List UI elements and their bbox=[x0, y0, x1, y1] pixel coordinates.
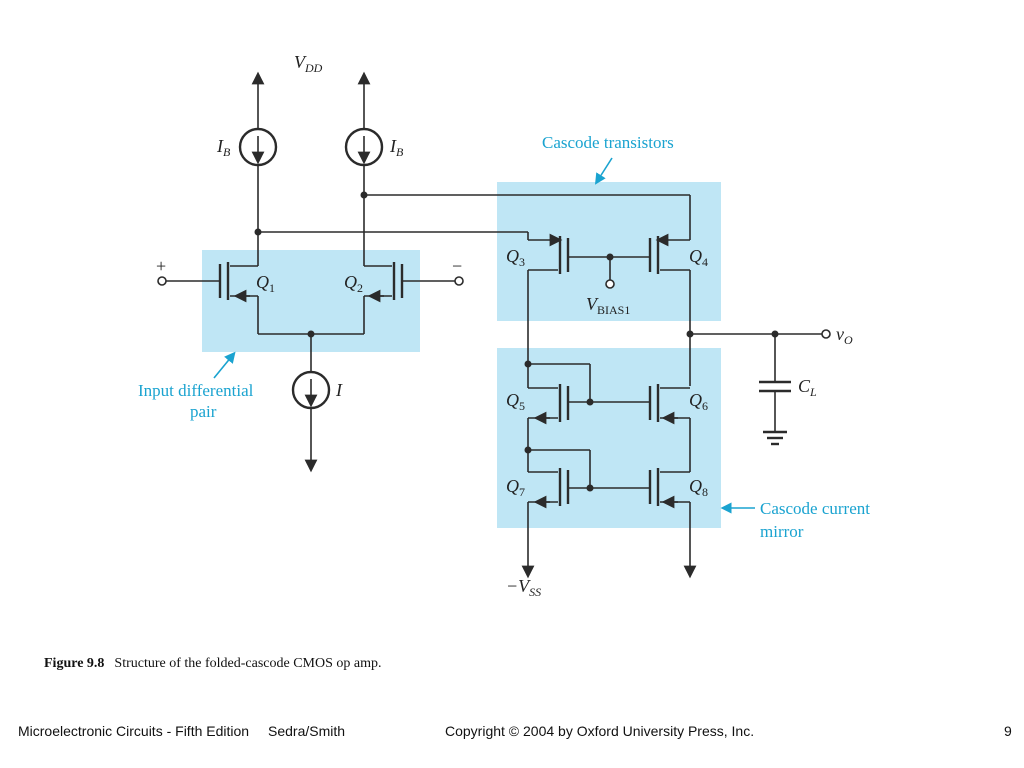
q7-label: Q7 bbox=[506, 476, 525, 499]
transistor-q2 bbox=[363, 195, 464, 334]
q1-label: Q1 bbox=[256, 272, 275, 295]
ib-right-label: IB bbox=[389, 136, 404, 159]
load-capacitor bbox=[759, 334, 791, 446]
vbias-node bbox=[605, 253, 615, 289]
minus-input-label: − bbox=[452, 256, 462, 276]
transistor-q8 bbox=[648, 468, 697, 579]
vbias-label: VBIAS1 bbox=[586, 294, 630, 317]
vss-label: −VSS bbox=[506, 576, 541, 599]
transistor-q5 bbox=[524, 360, 650, 450]
tail-current-source bbox=[258, 330, 364, 473]
transistor-q1 bbox=[157, 232, 259, 334]
plus-input-label: + bbox=[156, 256, 166, 276]
cascode-transistors-callout: Cascode transistors bbox=[542, 133, 674, 152]
cascode-mirror-highlight bbox=[497, 348, 721, 528]
q3-label: Q3 bbox=[506, 246, 525, 269]
figure-caption: Figure 9.8 Structure of the folded-cascod… bbox=[44, 656, 382, 672]
vout-label: vO bbox=[836, 324, 853, 347]
q8-label: Q8 bbox=[689, 476, 708, 499]
input-pair-callout-line2: pair bbox=[190, 402, 217, 421]
mirror-callout-line1: Cascode current bbox=[760, 499, 870, 518]
figure-label: Figure 9.8 bbox=[44, 656, 105, 671]
current-source-ib-right bbox=[344, 127, 384, 195]
transistor-q7 bbox=[521, 446, 650, 579]
fold-wires bbox=[254, 191, 691, 247]
footer-authors: Sedra/Smith bbox=[268, 723, 346, 739]
tail-current-label: I bbox=[335, 380, 343, 400]
q5-label: Q5 bbox=[506, 390, 525, 413]
input-pair-callout-line1: Input differential bbox=[138, 381, 254, 400]
footer-copyright: Copyright © 2004 by Oxford University Pr… bbox=[445, 723, 755, 739]
input-pair-arrow bbox=[213, 351, 236, 379]
output-node bbox=[686, 329, 831, 339]
figure-caption-text: Structure of the folded-cascode CMOS op … bbox=[114, 656, 382, 671]
vdd-label: VDD bbox=[294, 52, 323, 75]
q6-label: Q6 bbox=[689, 390, 708, 413]
footer-book-title: Microelectronic Circuits - Fifth Edition bbox=[18, 723, 250, 739]
transistor-q4 bbox=[610, 236, 691, 386]
transistor-q6 bbox=[648, 384, 691, 470]
transistor-q3 bbox=[527, 236, 610, 364]
cascode-transistors-highlight bbox=[497, 182, 721, 321]
vdd-rail bbox=[251, 71, 371, 128]
footer-page-number: 9 bbox=[1004, 723, 1012, 739]
current-source-ib-left bbox=[238, 127, 278, 232]
mirror-callout-line2: mirror bbox=[760, 522, 804, 541]
cl-label: CL bbox=[798, 376, 817, 399]
folded-cascode-schematic: VDD IB IB I + − Q1 Q2 Q3 Q4 Q5 Q6 Q7 Q8 … bbox=[138, 52, 870, 599]
q4-label: Q4 bbox=[689, 246, 708, 269]
q2-label: Q2 bbox=[344, 272, 363, 295]
cascode-transistors-arrow bbox=[594, 157, 613, 185]
ib-left-label: IB bbox=[216, 136, 231, 159]
